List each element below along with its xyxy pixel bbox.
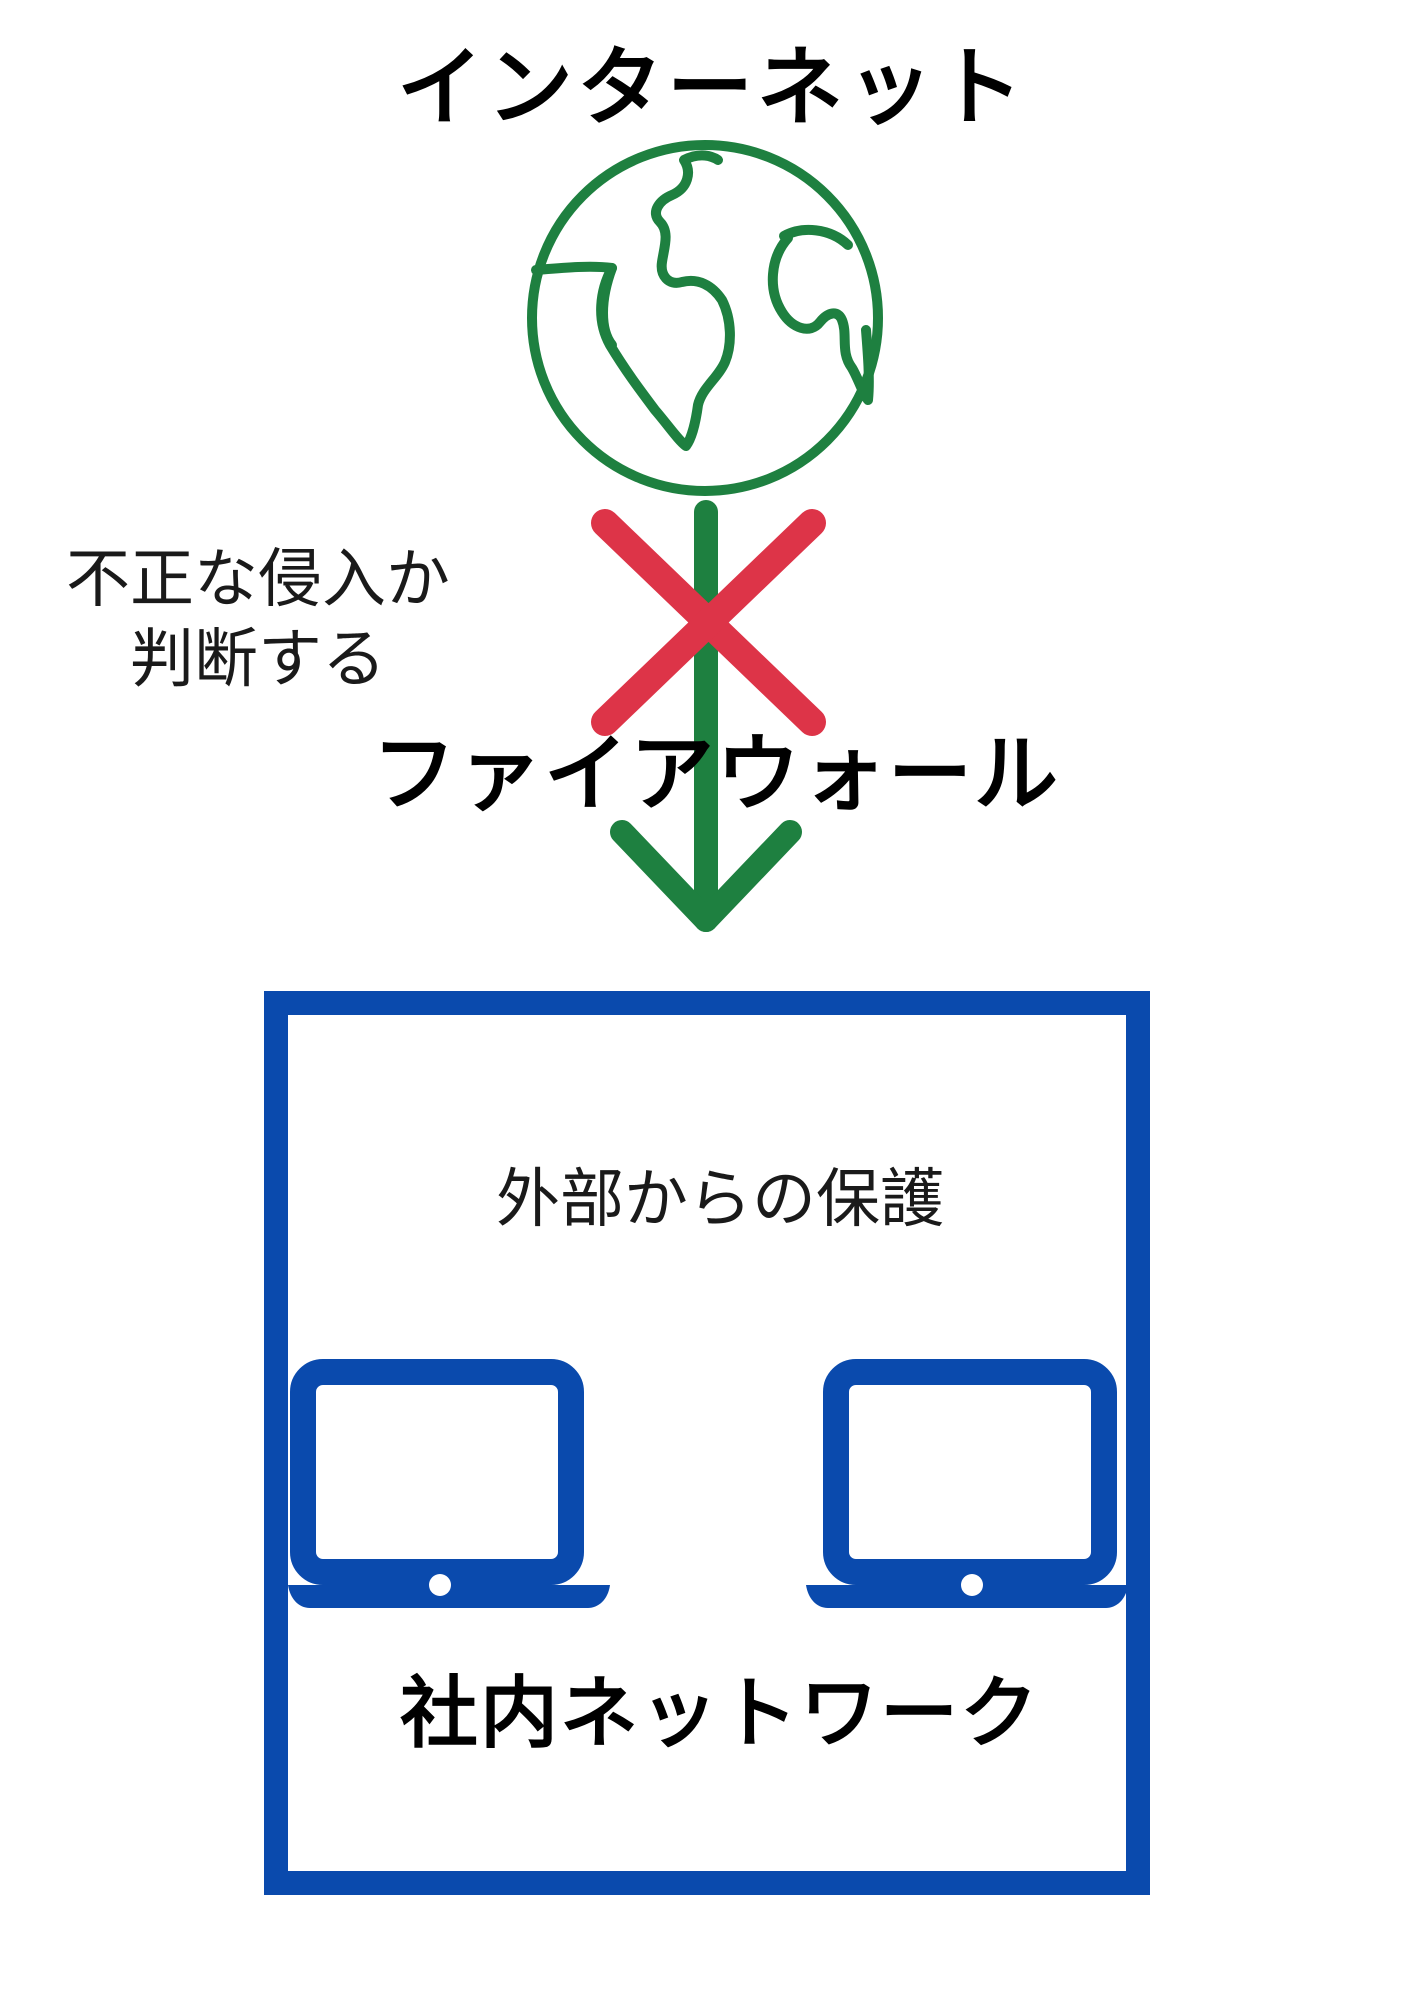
intranet-label: 社内ネットワーク [399,1669,1040,1759]
judge-description: 不正な侵入か 判断する [28,540,488,700]
laptop-icon [806,1359,1128,1608]
protection-label: 外部からの保護 [496,1163,944,1237]
intranet-box [264,991,1150,1895]
firewall-label: ファイアウォール [372,725,1061,823]
laptop-icon [288,1359,610,1608]
internet-label: インターネット [397,38,1027,138]
globe-icon [527,140,883,496]
x-block-icon [591,509,826,736]
judge-line-1: 不正な侵入か [66,543,450,617]
judge-line-2: 判断する [130,623,386,697]
arrow-down-icon [610,500,802,932]
